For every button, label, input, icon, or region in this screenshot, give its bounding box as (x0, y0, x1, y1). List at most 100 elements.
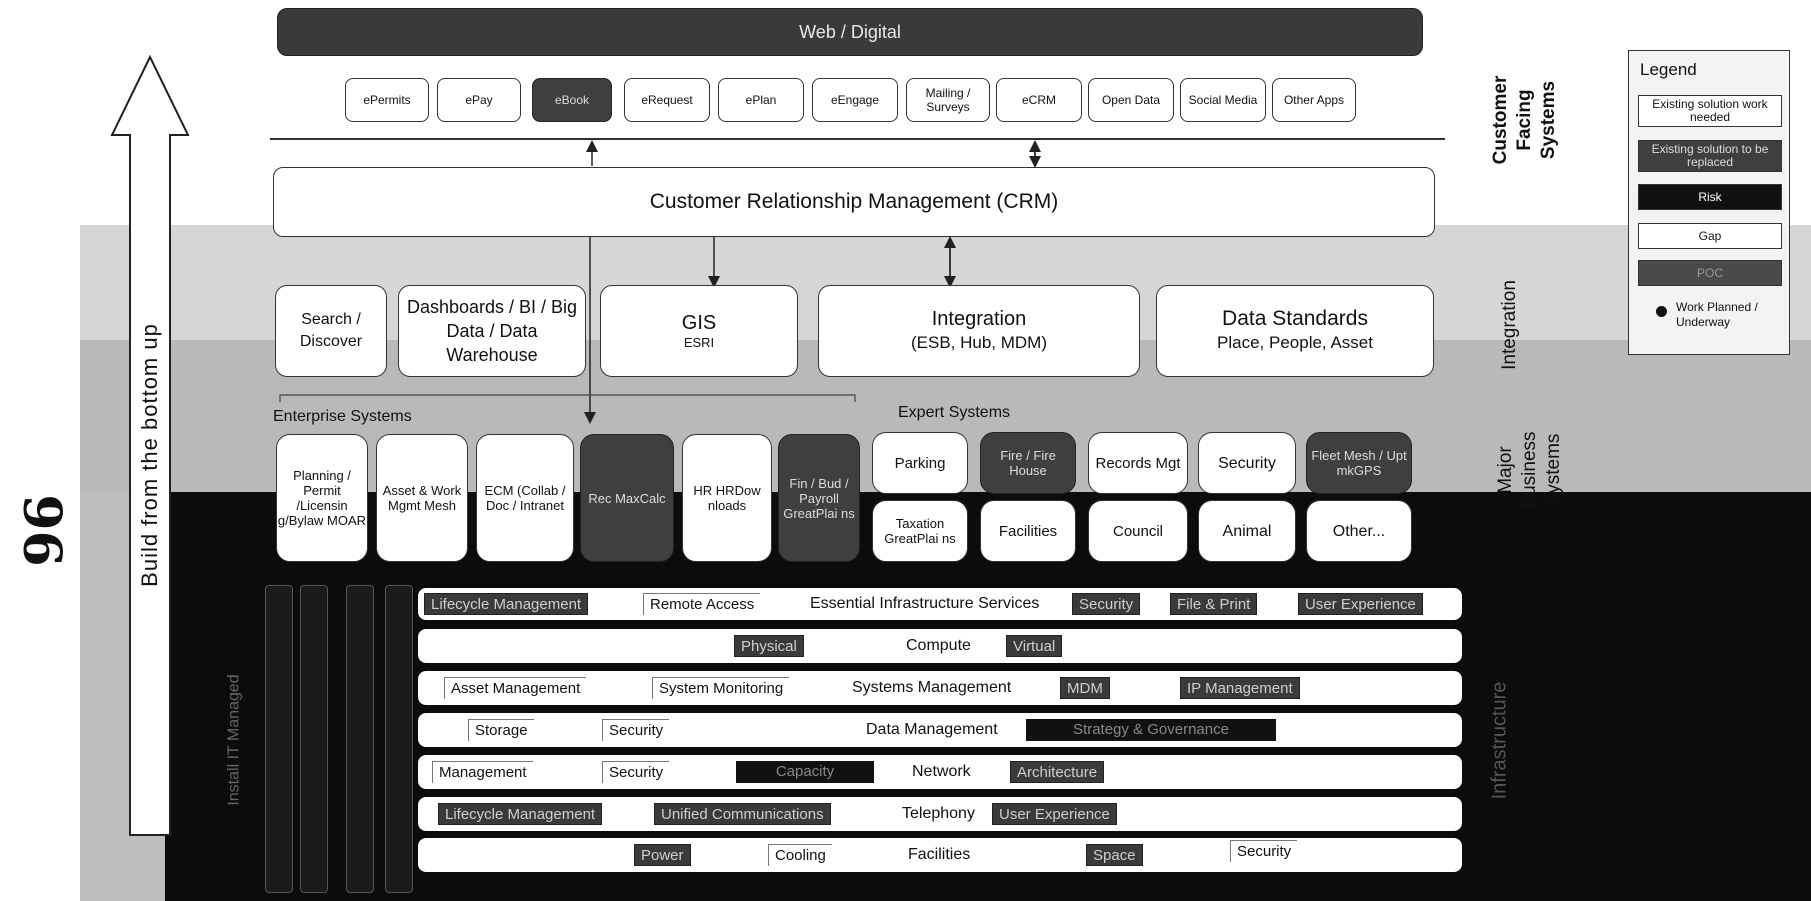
infrastructure-label: Infrastructure (1488, 681, 1511, 799)
crm-box: Customer Relationship Management (CRM) (273, 167, 1435, 237)
legend-gap: Gap (1638, 223, 1782, 249)
app-epay: ePay (437, 78, 521, 122)
essential-label: Essential Infrastructure Services (810, 595, 1040, 612)
chip-virtual: Virtual (1006, 635, 1063, 657)
data-standards-box: Data Standards Place, People, Asset (1156, 285, 1434, 377)
chip-file-print: File & Print (1170, 593, 1258, 615)
app-ebook: eBook (532, 78, 612, 122)
row-data: Storage Security Data Management Strateg… (418, 713, 1462, 747)
chip-ip-management: IP Management (1180, 677, 1300, 699)
chip-user-experience: User Experience (1298, 593, 1423, 615)
chip-security: Security (1072, 593, 1141, 615)
app-open-data: Open Data (1088, 78, 1174, 122)
expert-taxation: Taxation GreatPlai ns (872, 500, 968, 562)
chip-strategy: Strategy & Governance (1026, 719, 1276, 741)
legend-planned-dot-icon (1656, 306, 1667, 317)
row-telephony: Lifecycle Management Unified Communicati… (418, 797, 1462, 831)
chip-storage: Storage (468, 719, 534, 741)
enterprise-systems-label: Enterprise Systems (273, 408, 412, 425)
app-mailing-surveys: Mailing / Surveys (906, 78, 990, 122)
expert-records: Records Mgt (1088, 432, 1188, 494)
app-social-media: Social Media (1180, 78, 1266, 122)
row-compute: Physical Compute Virtual (418, 629, 1462, 663)
expert-facilities: Facilities (980, 500, 1076, 562)
expert-fleet: Fleet Mesh / Upt mkGPS (1306, 432, 1412, 494)
install-it-managed-label: Install IT Managed (226, 674, 243, 806)
expert-other: Other... (1306, 500, 1412, 562)
app-eplan: ePlan (718, 78, 804, 122)
legend-title: Legend (1640, 60, 1697, 79)
chip-tel-lifecycle: Lifecycle Management (438, 803, 603, 825)
gis-box: GIS ESRI (600, 285, 798, 377)
app-ecrm: eCRM (996, 78, 1082, 122)
customer-facing-label: Customer Facing Systems (1490, 75, 1559, 165)
integration-side-label: Integration (1499, 280, 1521, 370)
systems-label: Systems Management (852, 679, 1012, 696)
search-discover-box: Search / Discover (275, 285, 387, 377)
chip-mdm: MDM (1060, 677, 1110, 699)
it-pillar-1 (265, 585, 293, 893)
customer-facing-label-wrap: Customer Facing Systems (1470, 20, 1580, 220)
chip-lifecycle: Lifecycle Management (424, 593, 589, 615)
major-business-label: Major Business Systems (1495, 431, 1564, 509)
chip-facilities-security: Security (1230, 840, 1298, 862)
chip-capacity: Capacity (736, 761, 874, 783)
expert-parking: Parking (872, 432, 968, 494)
row-essential: Lifecycle Management Remote Access Essen… (418, 588, 1462, 620)
chip-physical: Physical (734, 635, 804, 657)
chip-remote-access: Remote Access (643, 593, 761, 615)
infrastructure-side-wrap: Infrastructure (1460, 620, 1540, 860)
facilities-label: Facilities (908, 846, 971, 863)
it-pillar-4 (385, 585, 413, 893)
app-eengage: eEngage (812, 78, 898, 122)
major-business-side-wrap: Major Business Systems (1470, 395, 1590, 545)
legend-risk: Risk (1638, 184, 1782, 210)
row-facilities: Power Cooling Facilities Space Security (418, 838, 1462, 872)
it-pillar-2 (300, 585, 328, 893)
chip-cooling: Cooling (768, 844, 832, 866)
install-label-wrap: Install IT Managed (210, 600, 260, 880)
enterprise-finance: Fin / Bud / Payroll GreatPlai ns (778, 434, 860, 562)
integration-box: Integration (ESB, Hub, MDM) (818, 285, 1140, 377)
legend-planned-label: Work Planned / Underway (1676, 300, 1758, 329)
data-label: Data Management (866, 721, 998, 738)
enterprise-rec: Rec MaxCalc (580, 434, 674, 562)
network-label: Network (912, 763, 971, 780)
chip-asset-management: Asset Management (444, 677, 587, 699)
customer-separator (270, 138, 1445, 140)
legend-existing-work: Existing solution work needed (1638, 95, 1782, 127)
expert-fire: Fire / Fire House (980, 432, 1076, 494)
build-arrow (110, 55, 190, 836)
compute-label: Compute (906, 637, 971, 654)
app-erequest: eRequest (624, 78, 710, 122)
chip-tel-user-experience: User Experience (992, 803, 1117, 825)
chip-network-security: Security (602, 761, 670, 783)
enterprise-hr: HR HRDow nloads (682, 434, 772, 562)
crm-label: Customer Relationship Management (CRM) (649, 190, 1059, 213)
chip-unified-communications: Unified Communications (654, 803, 831, 825)
chip-data-security: Security (602, 719, 670, 741)
chip-architecture: Architecture (1010, 761, 1105, 783)
enterprise-ecm: ECM (Collab / Doc / Intranet (476, 434, 574, 562)
expert-council: Council (1088, 500, 1188, 562)
it-pillar-3 (346, 585, 374, 893)
legend-existing-replaced: Existing solution to be replaced (1638, 140, 1782, 172)
telephony-label: Telephony (902, 805, 975, 822)
web-digital-bar: Web / Digital (277, 8, 1423, 56)
expert-security: Security (1198, 432, 1296, 494)
legend-poc: POC (1638, 260, 1782, 286)
enterprise-asset-work: Asset & Work Mgmt Mesh (376, 434, 468, 562)
expert-systems-label: Expert Systems (898, 404, 1011, 421)
chip-space: Space (1086, 844, 1143, 866)
web-digital-label: Web / Digital (799, 21, 901, 42)
row-network: Management Security Capacity Network Arc… (418, 755, 1462, 789)
expert-animal: Animal (1198, 500, 1296, 562)
chip-system-monitoring: System Monitoring (652, 677, 790, 699)
row-systems: Asset Management System Monitoring Syste… (418, 671, 1462, 705)
chip-network-management: Management (432, 761, 533, 783)
enterprise-planning: Planning / Permit /Licensin g/Bylaw MOAR (276, 434, 368, 562)
app-epermits: ePermits (345, 78, 429, 122)
chip-power: Power (634, 844, 691, 866)
integration-side-wrap: Integration (1470, 270, 1550, 380)
dashboards-box: Dashboards / BI / Big Data / Data Wareho… (398, 285, 586, 377)
